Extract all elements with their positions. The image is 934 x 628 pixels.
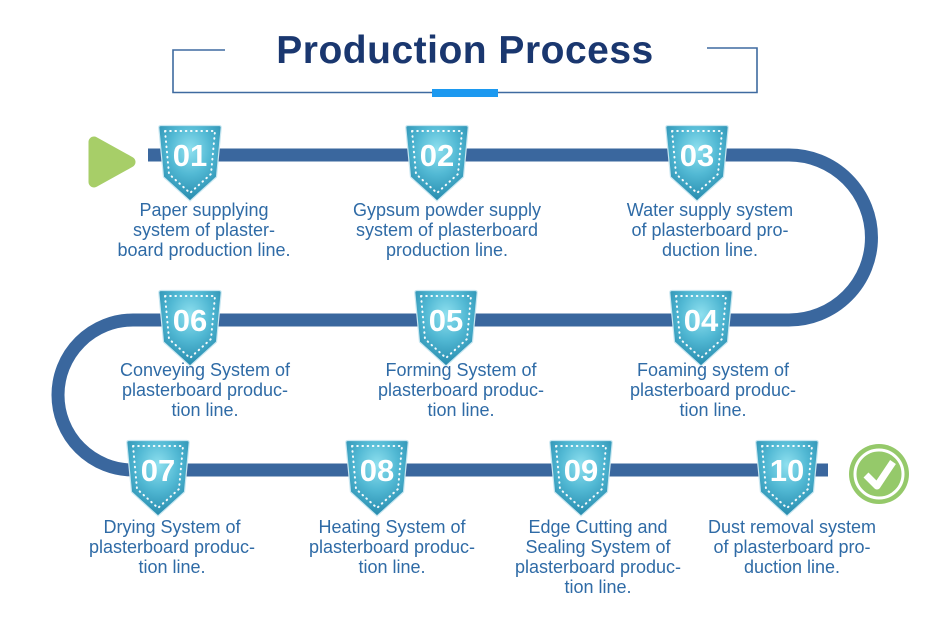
step-badge-09: 09 <box>548 439 614 517</box>
step-number: 08 <box>360 453 394 488</box>
step-badge-08: 08 <box>344 439 410 517</box>
step-label-05: Forming System of plasterboard produc- t… <box>377 360 545 420</box>
step-number: 07 <box>141 453 175 488</box>
step-label-07: Drying System of plasterboard produc- ti… <box>88 517 256 577</box>
step-label-08: Heating System of plasterboard produc- t… <box>308 517 476 577</box>
step-number: 10 <box>770 453 804 488</box>
step-label-02: Gypsum powder supply system of plasterbo… <box>352 200 542 260</box>
step-badge-07: 07 <box>125 439 191 517</box>
step-number: 06 <box>173 303 207 338</box>
step-number: 03 <box>680 138 714 173</box>
step-number: 01 <box>173 138 207 173</box>
check-circle-icon <box>849 444 909 504</box>
step-number: 04 <box>684 303 719 338</box>
step-badge-02: 02 <box>404 124 470 202</box>
step-badge-06: 06 <box>157 289 223 367</box>
step-badge-01: 01 <box>157 124 223 202</box>
step-badge-10: 10 <box>754 439 820 517</box>
step-badge-04: 04 <box>668 289 734 367</box>
step-label-03: Water supply system of plasterboard pro-… <box>626 200 794 260</box>
step-label-09: Edge Cutting and Sealing System of plast… <box>514 517 682 597</box>
step-badge-05: 05 <box>413 289 479 367</box>
step-number: 05 <box>429 303 463 338</box>
step-label-10: Dust removal system of plasterboard pro-… <box>707 517 877 577</box>
step-label-04: Foaming system of plasterboard produc- t… <box>629 360 797 420</box>
play-triangle-icon <box>88 136 136 188</box>
page-title: Production Process <box>276 29 654 72</box>
step-label-06: Conveying System of plasterboard produc-… <box>119 360 291 420</box>
step-number: 09 <box>564 453 598 488</box>
title-underline-accent <box>432 89 498 97</box>
step-badge-03: 03 <box>664 124 730 202</box>
step-label-01: Paper supplying system of plaster- board… <box>117 200 291 260</box>
step-number: 02 <box>420 138 454 173</box>
